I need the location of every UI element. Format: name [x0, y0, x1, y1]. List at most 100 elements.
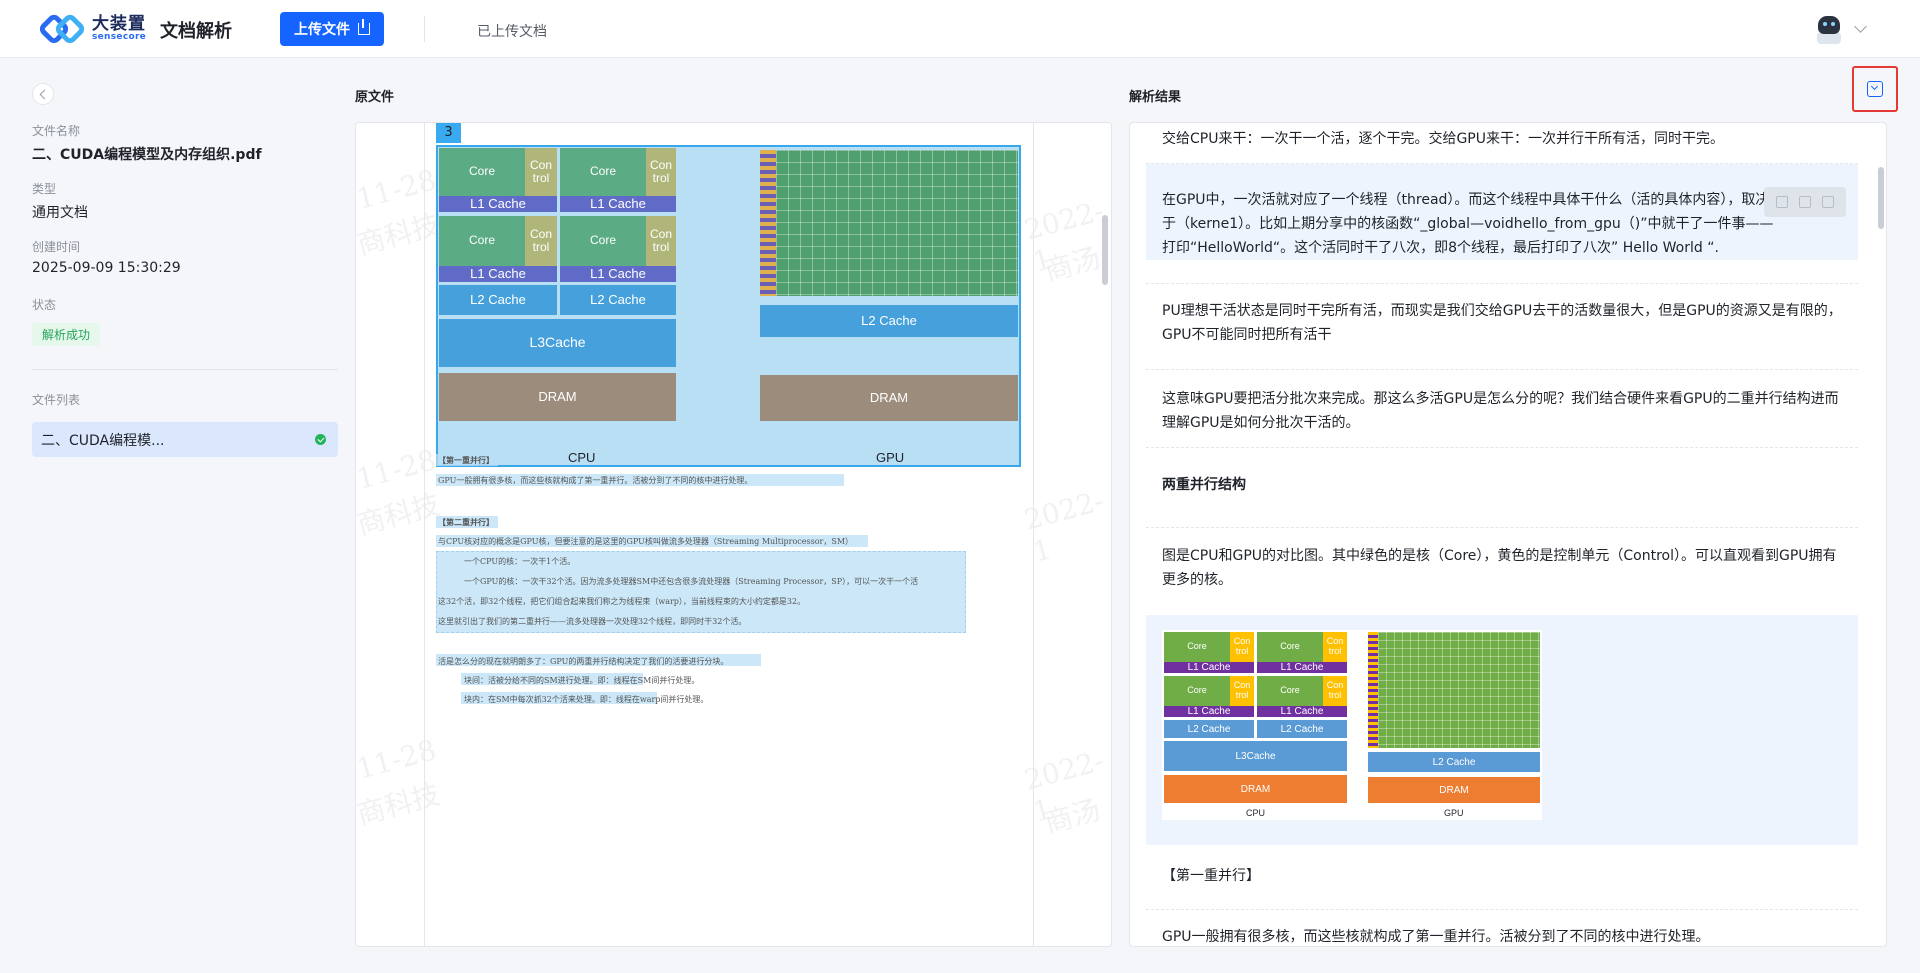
download-button[interactable] [1852, 66, 1898, 112]
top-header: 大装置 sensecore 文档解析 上传文件 已上传文档 [0, 0, 1920, 58]
back-button[interactable] [32, 83, 54, 105]
original-scrollbar[interactable] [1102, 215, 1108, 285]
user-avatar[interactable] [1814, 14, 1844, 44]
text-highlight [436, 551, 966, 633]
result-paragraph: 在GPU中，一次活就对应了一个线程（thread）。而这个线程中具体干什么（活的… [1162, 192, 1774, 256]
uploaded-docs-link[interactable]: 已上传文档 [477, 24, 547, 40]
result-paragraph: GPU一般拥有很多核，而这些核就构成了第一重并行。活被分到了不同的核中进行处理。 [1162, 929, 1710, 945]
cpu-control-block: Con trol [1230, 632, 1254, 662]
logo-text-cn: 大装置 [92, 14, 146, 34]
cpu-core-block: Core [1257, 676, 1323, 706]
result-separator [1146, 163, 1858, 164]
text-highlight [436, 516, 498, 528]
sidebar-divider [32, 369, 338, 370]
sensecore-logo[interactable]: 大装置 sensecore [37, 12, 147, 46]
cpu-l2-cache: L2 Cache [1257, 720, 1347, 738]
cpu-control-block: Con trol [1230, 676, 1254, 706]
cpu-l1-cache: L1 Cache [1257, 662, 1347, 673]
original-file-title: 原文件 [355, 90, 395, 105]
doc-text-line: 【第一重并行】 [438, 455, 494, 465]
download-icon [1867, 81, 1883, 97]
document-page [424, 123, 1034, 946]
text-highlight [436, 454, 498, 466]
cpu-control-block: Con trol [646, 216, 676, 266]
cpu-core-block: Core [1164, 676, 1230, 706]
cpu-core-block: Core [1164, 632, 1230, 662]
cpu-caption: CPU [1246, 808, 1266, 818]
file-name-label: 文件名称 [32, 124, 81, 138]
result-cpu-gpu-figure[interactable]: Core Con trol L1 Cache Core Con trol L1 … [1162, 630, 1542, 820]
cpu-l1-cache: L1 Cache [560, 266, 676, 282]
text-highlight [436, 474, 844, 486]
upload-icon [358, 19, 370, 35]
cpu-l2-cache: L2 Cache [439, 285, 557, 315]
cpu-l1-cache: L1 Cache [439, 266, 557, 282]
result-paragraph: 【第一重并行】 [1162, 868, 1260, 884]
cpu-gpu-figure[interactable]: Core Con trol L1 Cache Core Con trol L1 … [436, 145, 1021, 467]
result-heading: 两重并行结构 [1162, 477, 1246, 493]
thumbs-up-icon[interactable] [1798, 196, 1811, 208]
text-highlight [436, 654, 761, 666]
upload-file-button[interactable]: 上传文件 [280, 12, 384, 46]
result-paragraph: 图是CPU和GPU的对比图。其中绿色的是核（Core），黄色的是控制单元（Con… [1162, 548, 1837, 588]
result-separator [1146, 369, 1858, 370]
cpu-dram: DRAM [1164, 775, 1347, 803]
result-paragraph: 这意味GPU要把活分批次来完成。那这么多活GPU是怎么分的呢？我们结合硬件来看G… [1162, 391, 1839, 431]
cpu-core-block: Core [439, 216, 525, 266]
doc-text-line: 【第二重并行】 [438, 517, 494, 527]
result-separator [1146, 909, 1858, 910]
text-highlight [461, 673, 643, 685]
cpu-l3-cache: L3Cache [1164, 741, 1347, 771]
cpu-control-block: Con trol [646, 148, 676, 196]
result-paragraph: 交给CPU来干：一次干一个活，逐个干完。交给GPU来干：一次并行干所有活，同时干… [1162, 131, 1725, 147]
upload-button-label: 上传文件 [294, 22, 350, 38]
app-title: 文档解析 [160, 21, 232, 42]
header-divider [424, 16, 425, 42]
logo-text-en: sensecore [92, 32, 147, 42]
cpu-l1-cache: L1 Cache [1164, 706, 1254, 717]
created-value: 2025-09-09 15:30:29 [32, 260, 181, 276]
doc-text-line: 块内：在SM中每次抓32个活来处理。即：线程在warp间并行处理。 [464, 695, 709, 704]
thumbs-down-icon[interactable] [1822, 196, 1835, 208]
cpu-l3-cache: L3Cache [439, 319, 676, 367]
cpu-l1-cache: L1 Cache [439, 196, 557, 212]
cpu-core-block: Core [560, 216, 646, 266]
cpu-l1-cache: L1 Cache [560, 196, 676, 212]
cpu-core-block: Core [1257, 632, 1323, 662]
parse-result-panel[interactable]: 交给CPU来干：一次干一个活，逐个干完。交给GPU来干：一次并行干所有活，同时干… [1129, 122, 1887, 947]
doc-text-line: GPU一般拥有很多核，而这些核就构成了第一重并行。活被分到了不同的核中进行处理。 [438, 476, 753, 485]
gpu-caption: GPU [1444, 808, 1464, 818]
doc-text-line: 一个CPU的核：一次干1个活。 [464, 557, 576, 566]
cpu-control-block: Con trol [1323, 676, 1347, 706]
cpu-control-block: Con trol [525, 148, 557, 196]
gpu-dram: DRAM [760, 375, 1018, 421]
watermark: 2022-1 [1020, 483, 1108, 569]
doc-text-line: 块间：活被分给不同的SM进行处理。即：线程在SM间并行处理。 [464, 676, 700, 685]
gpu-l2-cache: L2 Cache [1368, 752, 1540, 772]
doc-text-line: 与CPU核对应的概念是GPU核，但要注意的是这里的GPU核叫做流多处理器（Str… [438, 537, 854, 546]
success-check-icon [315, 434, 326, 445]
file-list-label: 文件列表 [32, 393, 81, 407]
doc-text-line: 活是怎么分的现在就明朗多了：GPU的两重并行结构决定了我们的活要进行分块。 [438, 657, 729, 666]
parse-result-title: 解析结果 [1129, 90, 1182, 105]
cpu-control-block: Con trol [525, 216, 557, 266]
chevron-down-icon[interactable] [1854, 20, 1867, 33]
status-badge: 解析成功 [32, 323, 101, 346]
gpu-control-strip [1368, 632, 1378, 748]
file-list-item-name: 二、CUDA编程模... [41, 432, 165, 449]
gpu-control-strip [760, 150, 776, 296]
gpu-caption: GPU [876, 450, 905, 465]
original-document-viewer[interactable]: 11-28 商科技 2022-1 商汤 11-28 商科技 2022-1 11-… [355, 122, 1112, 947]
file-list-item[interactable]: 二、CUDA编程模... [32, 422, 338, 457]
cpu-dram: DRAM [439, 373, 676, 421]
result-separator [1146, 527, 1858, 528]
cpu-l1-cache: L1 Cache [1164, 662, 1254, 673]
result-paragraph: PU理想干活状态是同时干完所有活，而现实是我们交给GPU去干的活数量很大，但是G… [1162, 303, 1842, 343]
result-block-hover [1146, 164, 1858, 260]
gpu-core-grid [776, 150, 1018, 296]
cpu-core-block: Core [439, 148, 525, 196]
copy-icon[interactable] [1775, 196, 1788, 208]
result-scrollbar[interactable] [1878, 167, 1884, 229]
doc-text-line: 这里就引出了我们的第二重并行——流多处理器一次处理32个线程，即同时干32个活。 [438, 617, 747, 626]
doc-text-line: 一个GPU的核：一次干32个活。因为流多处理器SM中还包含很多流处理器（Stre… [464, 577, 919, 586]
